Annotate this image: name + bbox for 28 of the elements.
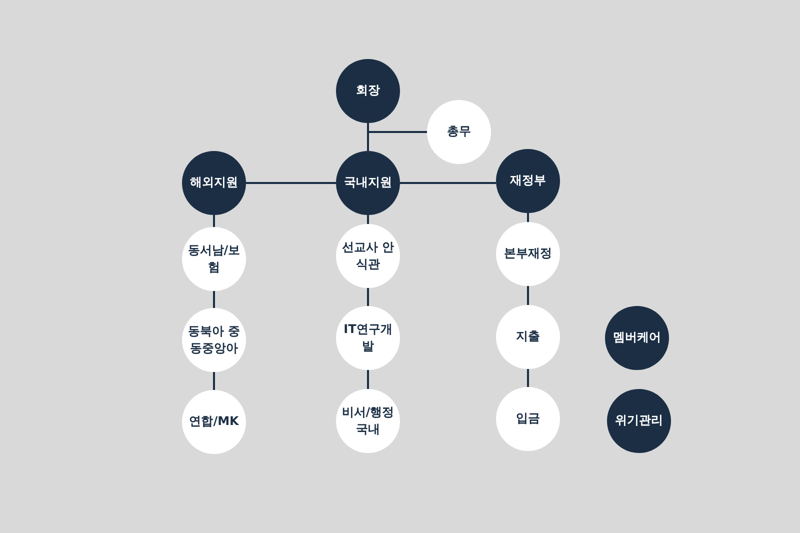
node-label: 동서남/보험	[186, 242, 242, 276]
node-label: 동북아 중동중앙아	[186, 322, 242, 357]
node-label: 위기관리	[614, 412, 664, 430]
connector-line	[367, 370, 369, 389]
connector-line	[367, 288, 369, 306]
connector-line	[246, 182, 336, 184]
node-label: 선교사 안식관	[340, 238, 396, 273]
connector-line	[213, 372, 215, 390]
node-label: 멤버케어	[612, 329, 662, 346]
node-label: 본부재정	[503, 245, 553, 262]
node-label: 국내지원	[343, 174, 393, 192]
node-label: 해외지원	[189, 174, 239, 192]
node-label: IT연구개발	[342, 320, 394, 355]
connector-line	[527, 369, 529, 387]
connector-line	[367, 215, 369, 224]
connector-line	[367, 123, 427, 133]
node-label: 입금	[515, 410, 541, 428]
node-label: 비서/행정 국내	[340, 404, 396, 438]
connector-line	[400, 182, 496, 184]
connector-line	[213, 291, 215, 308]
node-label: 총무	[446, 123, 472, 140]
connector-line	[527, 213, 529, 222]
connector-line	[213, 215, 215, 227]
connector-line	[527, 286, 529, 305]
node-label: 회장	[355, 82, 381, 100]
node-label: 연합/MK	[188, 413, 240, 430]
node-label: 재정부	[509, 172, 547, 190]
node-label: 지출	[515, 328, 541, 346]
